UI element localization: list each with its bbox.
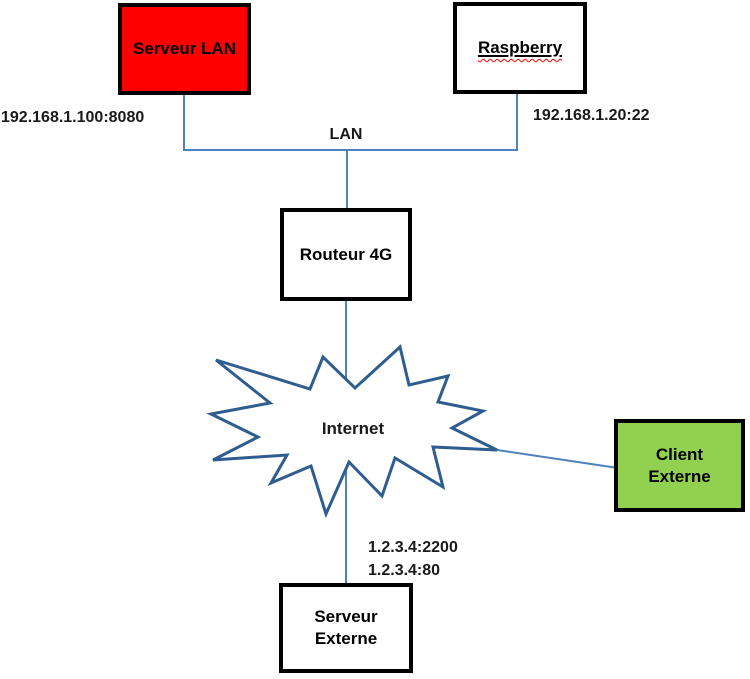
serveur-lan-ip-label: 192.168.1.100:8080	[1, 109, 145, 126]
client-externe-label: Client Externe	[648, 444, 711, 486]
node-serveur-lan: Serveur LAN	[118, 3, 251, 95]
node-routeur-4g: Routeur 4G	[280, 208, 412, 301]
serveur-externe-label: Serveur Externe	[314, 607, 378, 648]
node-raspberry: Raspberry	[453, 2, 587, 94]
external-endpoints-label: 1.2.3.4:2200 1.2.3.4:80	[368, 536, 458, 582]
lan-label: LAN	[329, 126, 363, 143]
raspberry-ip-label: 192.168.1.20:22	[533, 107, 650, 124]
raspberry-label: Raspberry	[477, 38, 563, 57]
external-endpoint-http: 1.2.3.4:80	[368, 562, 441, 579]
serveur-lan-label: Serveur LAN	[133, 39, 236, 58]
routeur-4g-label: Routeur 4G	[299, 244, 393, 264]
node-client-externe: Client Externe	[614, 419, 745, 512]
internet-label: Internet	[321, 419, 385, 438]
raspberry-label-underline: Raspberry	[478, 37, 562, 59]
link-internet-to-client-externe	[496, 449, 619, 469]
external-endpoint-ssh: 1.2.3.4:2200	[368, 539, 458, 556]
internet-explosion-shape	[206, 344, 498, 519]
node-serveur-externe: Serveur Externe	[279, 583, 413, 673]
